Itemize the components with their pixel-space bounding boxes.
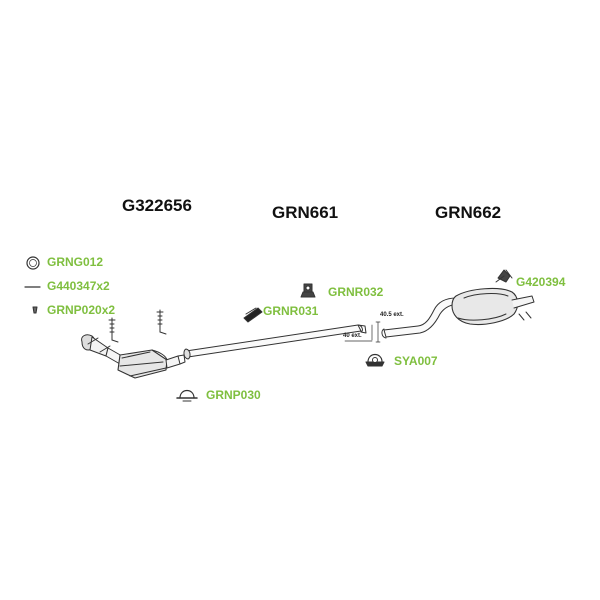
rear-silencer-title: GRN662: [435, 203, 502, 222]
bracket-icon: [495, 269, 513, 283]
catalyst-title: G322656: [122, 196, 192, 215]
rear-bracket-code[interactable]: G420394: [516, 275, 566, 289]
rear-clamp-code[interactable]: SYA007: [394, 354, 438, 368]
hanger-icon: [300, 283, 316, 298]
middle-pipe: [183, 324, 367, 360]
dimension-marks: [344, 321, 381, 343]
rear-pipe: [381, 297, 461, 339]
clamp-rear-icon: [365, 353, 385, 367]
inner-diameter-label: 40 ext.: [343, 333, 362, 339]
ring-icon: [26, 256, 40, 270]
bolt-code[interactable]: G440347x2: [47, 279, 110, 293]
top-hanger-code[interactable]: GRNR032: [328, 285, 384, 299]
bolt-spring-right-icon: [156, 309, 167, 335]
catalyst-body: [117, 349, 186, 379]
middle-hanger-code[interactable]: GRNR031: [263, 304, 319, 318]
spring-code[interactable]: GRNP020x2: [47, 303, 116, 317]
rear-silencer: [451, 287, 535, 326]
outer-diameter-label: 40.5 ext.: [380, 312, 404, 318]
middle-pipe-title: GRN661: [272, 203, 339, 222]
spring-icon: [32, 306, 38, 314]
gasket-ring-code[interactable]: GRNG012: [47, 255, 104, 269]
lower-clamp-code[interactable]: GRNP030: [206, 388, 261, 402]
clamp-lower-icon: [176, 389, 198, 402]
catalyst-flange: [81, 334, 123, 365]
rubber-hanger-icon: [243, 307, 263, 323]
bolt-spring-left-icon: [108, 317, 119, 343]
